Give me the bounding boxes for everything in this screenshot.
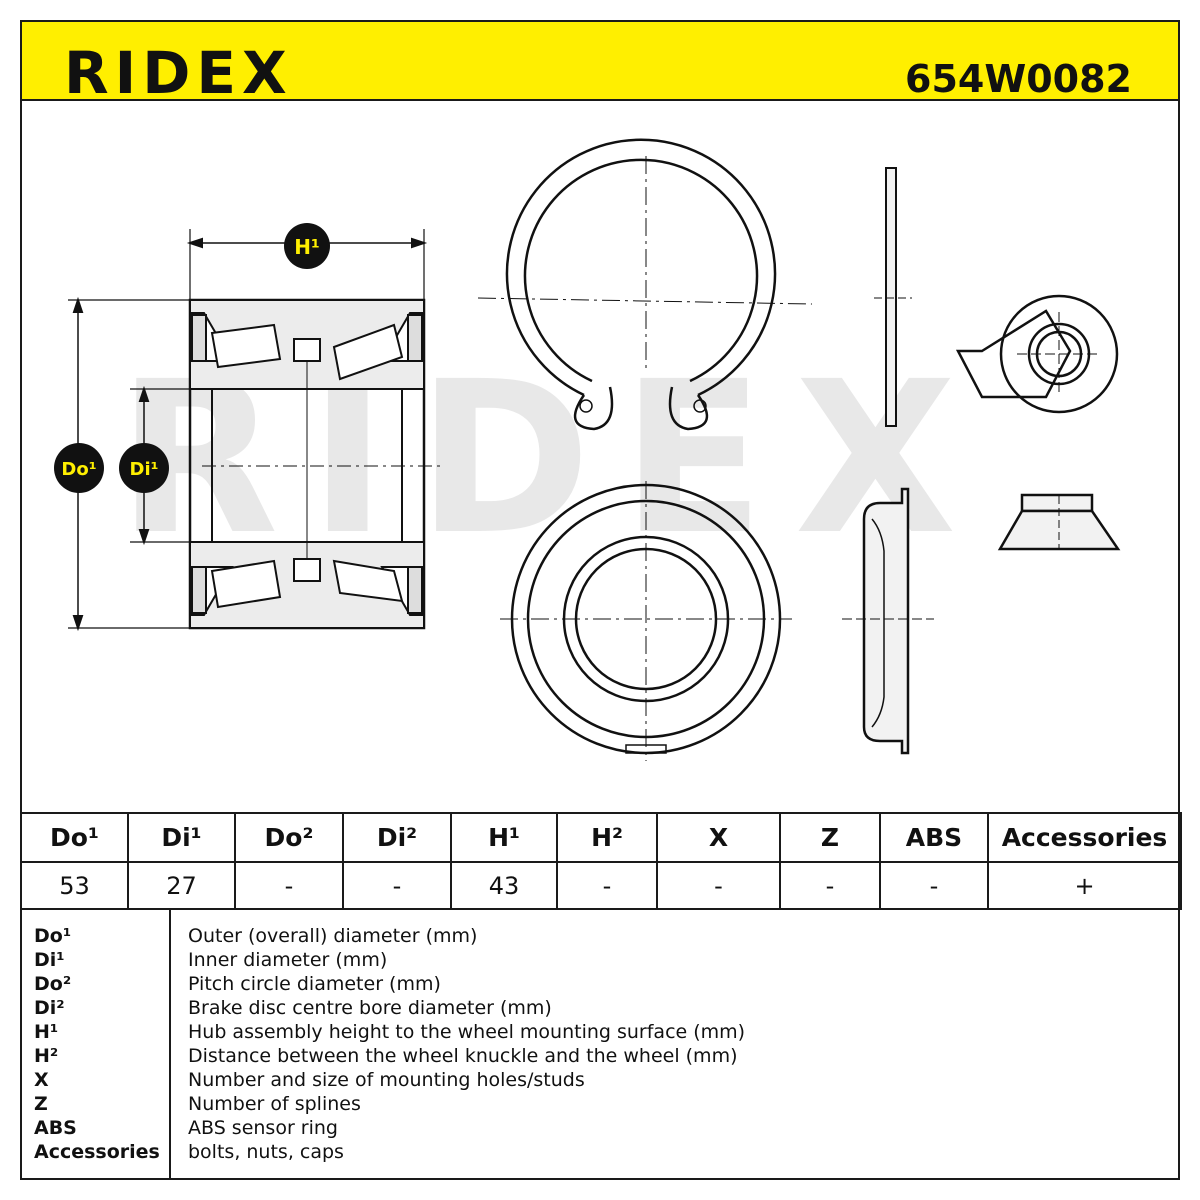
spec-value: -: [234, 861, 344, 910]
col-header: X: [656, 812, 781, 863]
di1-badge: Di¹: [119, 443, 169, 493]
legend-row: Do¹ Outer (overall) diameter (mm): [22, 924, 1178, 948]
spec-value: 43: [450, 861, 558, 910]
brand-logo: RIDEX: [64, 39, 293, 107]
spec-value-row: 53 27 - - 43 - - - - +: [20, 861, 1182, 910]
circlip-side-view: [874, 167, 912, 427]
legend-key: Z: [34, 1093, 48, 1115]
legend-key: Accessories: [34, 1141, 160, 1163]
svg-text:Do¹: Do¹: [61, 459, 96, 480]
nut-top-view: [955, 294, 1119, 414]
legend-row: Z Number of splines: [22, 1092, 1178, 1116]
spec-value: +: [987, 861, 1182, 910]
legend-key: Di¹: [34, 949, 65, 971]
col-header: Accessories: [987, 812, 1182, 863]
legend-text: Distance between the wheel knuckle and t…: [188, 1045, 738, 1067]
col-header: Do²: [234, 812, 344, 863]
svg-text:H¹: H¹: [294, 235, 320, 259]
spec-value: -: [342, 861, 452, 910]
spec-value: -: [556, 861, 658, 910]
h1-badge: H¹: [284, 223, 330, 269]
legend-text: ABS sensor ring: [188, 1117, 338, 1139]
legend-key: H²: [34, 1045, 59, 1067]
col-header: Di²: [342, 812, 452, 863]
do1-badge: Do¹: [54, 443, 104, 493]
legend-row: ABS ABS sensor ring: [22, 1116, 1178, 1140]
legend-key: H¹: [34, 1021, 59, 1043]
legend-box: Do¹ Outer (overall) diameter (mm) Di¹ In…: [20, 908, 1180, 1180]
col-header: Z: [779, 812, 881, 863]
legend-text: Number of splines: [188, 1093, 361, 1115]
spec-header-row: Do¹ Di¹ Do² Di² H¹ H² X Z ABS Accessorie…: [20, 812, 1182, 863]
legend-key: Di²: [34, 997, 65, 1019]
spec-value: 53: [20, 861, 129, 910]
spec-value: -: [779, 861, 881, 910]
legend-key: Do²: [34, 973, 72, 995]
legend-key: Do¹: [34, 925, 72, 947]
legend-divider: [169, 908, 171, 1178]
legend-text: Outer (overall) diameter (mm): [188, 925, 478, 947]
legend-text: Brake disc centre bore diameter (mm): [188, 997, 552, 1019]
col-header: H¹: [450, 812, 558, 863]
col-header: Do¹: [20, 812, 129, 863]
nut-side-view: [997, 493, 1121, 551]
legend-key: ABS: [34, 1117, 77, 1139]
spec-table: Do¹ Di¹ Do² Di² H¹ H² X Z ABS Accessorie…: [20, 812, 1182, 910]
abs-ring-side: [842, 487, 934, 755]
col-header: Di¹: [127, 812, 236, 863]
legend-row: Accessories bolts, nuts, caps: [22, 1140, 1178, 1164]
legend-row: X Number and size of mounting holes/stud…: [22, 1068, 1178, 1092]
circlip-drawing: [477, 138, 813, 431]
spec-value: -: [879, 861, 989, 910]
legend-text: Hub assembly height to the wheel mountin…: [188, 1021, 746, 1043]
legend-row: Di¹ Inner diameter (mm): [22, 948, 1178, 972]
legend-text: Number and size of mounting holes/studs: [188, 1069, 585, 1091]
col-header: H²: [556, 812, 658, 863]
legend-row: H² Distance between the wheel knuckle an…: [22, 1044, 1178, 1068]
legend-text: Pitch circle diameter (mm): [188, 973, 441, 995]
legend-row: Do² Pitch circle diameter (mm): [22, 972, 1178, 996]
bearing-section: [68, 229, 442, 632]
legend-text: bolts, nuts, caps: [188, 1141, 344, 1163]
legend-text: Inner diameter (mm): [188, 949, 388, 971]
col-header: ABS: [879, 812, 989, 863]
legend-key: X: [34, 1069, 49, 1091]
header-bar: RIDEX 654W0082: [20, 20, 1180, 107]
spec-value: -: [656, 861, 781, 910]
part-number: 654W0082: [905, 57, 1132, 101]
legend-row: H¹ Hub assembly height to the wheel moun…: [22, 1020, 1178, 1044]
spec-value: 27: [127, 861, 236, 910]
legend-row: Di² Brake disc centre bore diameter (mm): [22, 996, 1178, 1020]
svg-text:Di¹: Di¹: [130, 459, 159, 480]
technical-drawing: RIDEX: [22, 101, 1178, 812]
abs-ring-face: [500, 481, 792, 761]
